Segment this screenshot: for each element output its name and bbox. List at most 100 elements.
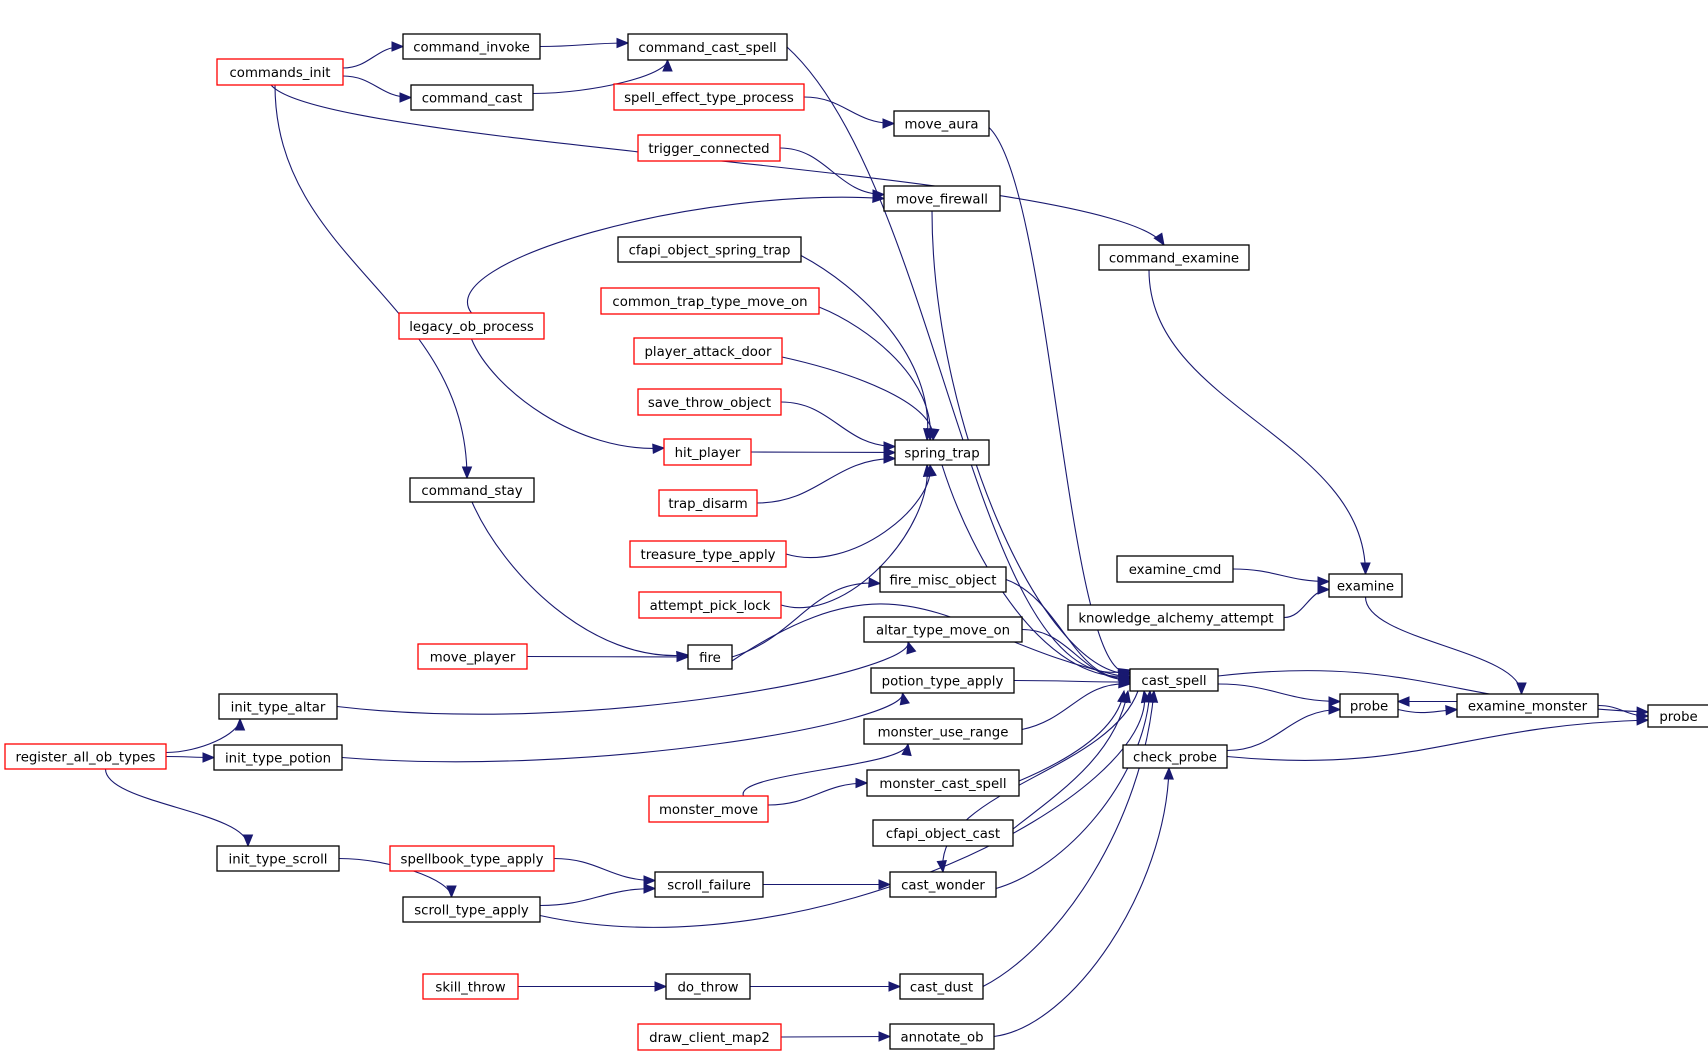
node-probe[interactable]: probe — [1339, 693, 1399, 718]
node-box[interactable] — [409, 477, 535, 503]
node-cast-spell[interactable]: cast_spell — [1129, 668, 1219, 692]
node-potion-type-apply[interactable]: potion_type_apply — [870, 667, 1015, 694]
node-examine-cmd[interactable]: examine_cmd — [1116, 555, 1234, 583]
node-box[interactable] — [1129, 668, 1219, 692]
node-box[interactable] — [600, 287, 820, 315]
node-box[interactable] — [410, 84, 534, 111]
node-spellbook-type-apply[interactable]: spellbook_type_apply — [389, 845, 555, 872]
node-fire-misc-object[interactable]: fire_misc_object — [879, 566, 1007, 593]
node-init-type-potion[interactable]: init_type_potion — [213, 744, 343, 771]
node-box[interactable] — [894, 439, 990, 466]
node-box[interactable] — [4, 743, 167, 770]
node-box[interactable] — [218, 693, 338, 720]
node-scroll-failure[interactable]: scroll_failure — [654, 871, 764, 898]
node-init-type-altar[interactable]: init_type_altar — [218, 693, 338, 720]
node-box[interactable] — [863, 616, 1023, 643]
node-command-stay[interactable]: command_stay — [409, 477, 535, 503]
node-box[interactable] — [687, 644, 733, 670]
node-command-invoke[interactable]: command_invoke — [402, 33, 541, 60]
node-move-player[interactable]: move_player — [417, 643, 528, 670]
node-box[interactable] — [633, 337, 783, 365]
node-box[interactable] — [1067, 604, 1285, 631]
node-box[interactable] — [629, 540, 787, 568]
node-skill-throw[interactable]: skill_throw — [422, 973, 519, 1000]
node-monster-cast-spell[interactable]: monster_cast_spell — [866, 769, 1020, 797]
node-knowledge-alchemy-attempt[interactable]: knowledge_alchemy_attempt — [1067, 604, 1285, 631]
node-spring-trap[interactable]: spring_trap — [894, 439, 990, 466]
node-box[interactable] — [617, 236, 802, 263]
node-box[interactable] — [216, 845, 340, 872]
node-box[interactable] — [870, 667, 1015, 694]
node-box[interactable] — [398, 312, 545, 340]
node-box[interactable] — [637, 134, 781, 162]
node-move-firewall[interactable]: move_firewall — [883, 185, 1001, 212]
node-box[interactable] — [1328, 573, 1403, 598]
node-check-probe[interactable]: check_probe — [1122, 744, 1228, 769]
node-box[interactable] — [879, 566, 1007, 593]
node-fire[interactable]: fire — [687, 644, 733, 670]
node-commands-init[interactable]: commands_init — [216, 58, 344, 86]
node-box[interactable] — [637, 1023, 782, 1051]
node-examine[interactable]: examine — [1328, 573, 1403, 598]
node-treasure-type-apply[interactable]: treasure_type_apply — [629, 540, 787, 568]
node-box[interactable] — [889, 871, 997, 898]
node-cfapi-object-spring-trap[interactable]: cfapi_object_spring_trap — [617, 236, 802, 263]
node-box[interactable] — [1122, 744, 1228, 769]
node-cast-dust[interactable]: cast_dust — [899, 973, 984, 1000]
node-box[interactable] — [1456, 693, 1599, 718]
node-box[interactable] — [389, 845, 555, 872]
node-box[interactable] — [627, 33, 788, 61]
node-command-cast-spell[interactable]: command_cast_spell — [627, 33, 788, 61]
node-box[interactable] — [658, 489, 758, 517]
node-box[interactable] — [663, 438, 752, 466]
node-legacy-ob-process[interactable]: legacy_ob_process — [398, 312, 545, 340]
node-hit-player[interactable]: hit_player — [663, 438, 752, 466]
node-box[interactable] — [402, 33, 541, 60]
node-attempt-pick-lock[interactable]: attempt_pick_lock — [638, 591, 782, 619]
node-box[interactable] — [889, 1023, 995, 1050]
node-player-attack-door[interactable]: player_attack_door — [633, 337, 783, 365]
node-trigger-connected[interactable]: trigger_connected — [637, 134, 781, 162]
node-box[interactable] — [665, 973, 751, 1000]
node-box[interactable] — [1098, 244, 1250, 271]
node-examine-monster[interactable]: examine_monster — [1456, 693, 1599, 718]
node-draw-client-map2[interactable]: draw_client_map2 — [637, 1023, 782, 1051]
node-trap-disarm[interactable]: trap_disarm — [658, 489, 758, 517]
node-probe-root[interactable]: probe — [1647, 704, 1708, 728]
node-common-trap-type-move-on[interactable]: common_trap_type_move_on — [600, 287, 820, 315]
node-register-all-ob-types[interactable]: register_all_ob_types — [4, 743, 167, 770]
node-scroll-type-apply[interactable]: scroll_type_apply — [402, 896, 541, 923]
node-box[interactable] — [648, 795, 769, 823]
node-box[interactable] — [422, 973, 519, 1000]
node-box[interactable] — [899, 973, 984, 1000]
node-monster-move[interactable]: monster_move — [648, 795, 769, 823]
node-annotate-ob[interactable]: annotate_ob — [889, 1023, 995, 1050]
node-box[interactable] — [402, 896, 541, 923]
node-box[interactable] — [893, 110, 990, 137]
node-box[interactable] — [1116, 555, 1234, 583]
node-box[interactable] — [638, 591, 782, 619]
node-box[interactable] — [863, 718, 1023, 745]
node-box[interactable] — [613, 83, 805, 111]
node-altar-type-move-on[interactable]: altar_type_move_on — [863, 616, 1023, 643]
node-box[interactable] — [866, 769, 1020, 797]
node-cfapi-object-cast[interactable]: cfapi_object_cast — [872, 819, 1014, 847]
node-save-throw-object[interactable]: save_throw_object — [637, 388, 782, 416]
node-box[interactable] — [1339, 693, 1399, 718]
node-command-cast[interactable]: command_cast — [410, 84, 534, 111]
node-do-throw[interactable]: do_throw — [665, 973, 751, 1000]
node-box[interactable] — [872, 819, 1014, 847]
node-box[interactable] — [637, 388, 782, 416]
node-box[interactable] — [417, 643, 528, 670]
node-box[interactable] — [883, 185, 1001, 212]
node-box[interactable] — [216, 58, 344, 86]
node-cast-wonder[interactable]: cast_wonder — [889, 871, 997, 898]
node-init-type-scroll[interactable]: init_type_scroll — [216, 845, 340, 872]
node-command-examine[interactable]: command_examine — [1098, 244, 1250, 271]
node-monster-use-range[interactable]: monster_use_range — [863, 718, 1023, 745]
node-box[interactable] — [1647, 704, 1708, 728]
node-move-aura[interactable]: move_aura — [893, 110, 990, 137]
node-box[interactable] — [654, 871, 764, 898]
node-spell-effect-type-process[interactable]: spell_effect_type_process — [613, 83, 805, 111]
node-box[interactable] — [213, 744, 343, 771]
